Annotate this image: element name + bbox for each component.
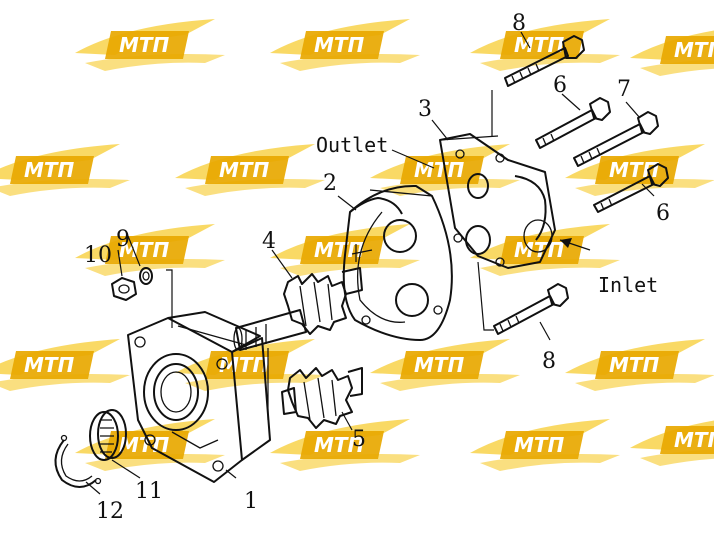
watermark-logo: МТП [370, 144, 520, 196]
svg-text:МТП: МТП [219, 158, 270, 182]
alignment-lines [166, 90, 499, 420]
callout-11: 11 [135, 479, 163, 504]
part-drive-gear-shaft [233, 267, 363, 351]
callout-6-top: 6 [553, 73, 567, 98]
callout-1: 1 [244, 489, 258, 514]
part-bolt-upper [504, 35, 585, 87]
callout-6-right: 6 [656, 201, 670, 226]
svg-text:МТП: МТП [314, 238, 365, 262]
watermark-logo: МТП [270, 19, 420, 71]
part-rear-cover [439, 133, 556, 269]
watermark-logo: МТП [470, 19, 620, 71]
svg-text:МТП: МТП [414, 158, 465, 182]
part-gear-housing [342, 184, 453, 341]
watermark-logo: МТП [370, 339, 520, 391]
inlet-label: Inlet [598, 273, 658, 297]
callout-9: 9 [116, 227, 130, 252]
part-long-bolt [535, 97, 611, 149]
part-snap-ring [54, 434, 102, 488]
watermark-logo: МТП [630, 414, 714, 466]
part-nut [111, 277, 137, 301]
svg-text:МТП: МТП [514, 238, 565, 262]
watermark-logo: МТП [75, 19, 225, 71]
watermark-logo: МТП [630, 24, 714, 76]
svg-text:МТП: МТП [24, 158, 75, 182]
svg-text:МТП: МТП [314, 433, 365, 457]
callout-5: 5 [352, 427, 366, 452]
svg-text:МТП: МТП [609, 353, 660, 377]
svg-text:МТП: МТП [314, 33, 365, 57]
watermark-layer: МТП МТП МТП МТП МТП МТП МТП МТП МТП МТП … [0, 19, 714, 471]
svg-text:МТП: МТП [24, 353, 75, 377]
watermark-logo: МТП [565, 339, 714, 391]
part-bolt-lower [493, 283, 569, 335]
watermark-logo: МТП [175, 144, 325, 196]
svg-text:МТП: МТП [119, 33, 170, 57]
watermark-logo: МТП [0, 339, 130, 391]
part-washer [139, 267, 153, 285]
svg-text:МТП: МТП [514, 433, 565, 457]
callout-8-top: 8 [512, 11, 526, 36]
watermark-logo: МТП [270, 419, 420, 471]
callout-8-bottom: 8 [542, 349, 556, 374]
part-bolt-7 [573, 111, 659, 167]
callout-leaders [85, 31, 655, 495]
callout-2: 2 [323, 171, 337, 196]
callout-7: 7 [617, 77, 631, 102]
svg-text:МТП: МТП [674, 428, 714, 452]
svg-text:МТП: МТП [514, 33, 565, 57]
watermark-logo: МТП [470, 419, 620, 471]
callout-10: 10 [84, 243, 112, 268]
callout-12: 12 [96, 499, 124, 524]
watermark-logo: МТП [75, 224, 225, 276]
part-driven-gear [281, 367, 363, 429]
part-long-bolt-2 [593, 163, 669, 213]
part-bearing [89, 409, 127, 461]
callout-3: 3 [418, 97, 432, 122]
watermark-logo: МТП [470, 224, 620, 276]
svg-text:МТП: МТП [414, 353, 465, 377]
outlet-label: Outlet [316, 133, 388, 157]
watermark-logo: МТП [0, 144, 130, 196]
callout-numbers: 8 6 7 3 2 6 9 10 4 8 5 11 1 12 [84, 11, 670, 524]
inlet-arrow [559, 238, 591, 251]
callout-4: 4 [262, 229, 276, 254]
svg-text:МТП: МТП [119, 238, 170, 262]
svg-text:МТП: МТП [674, 38, 714, 62]
